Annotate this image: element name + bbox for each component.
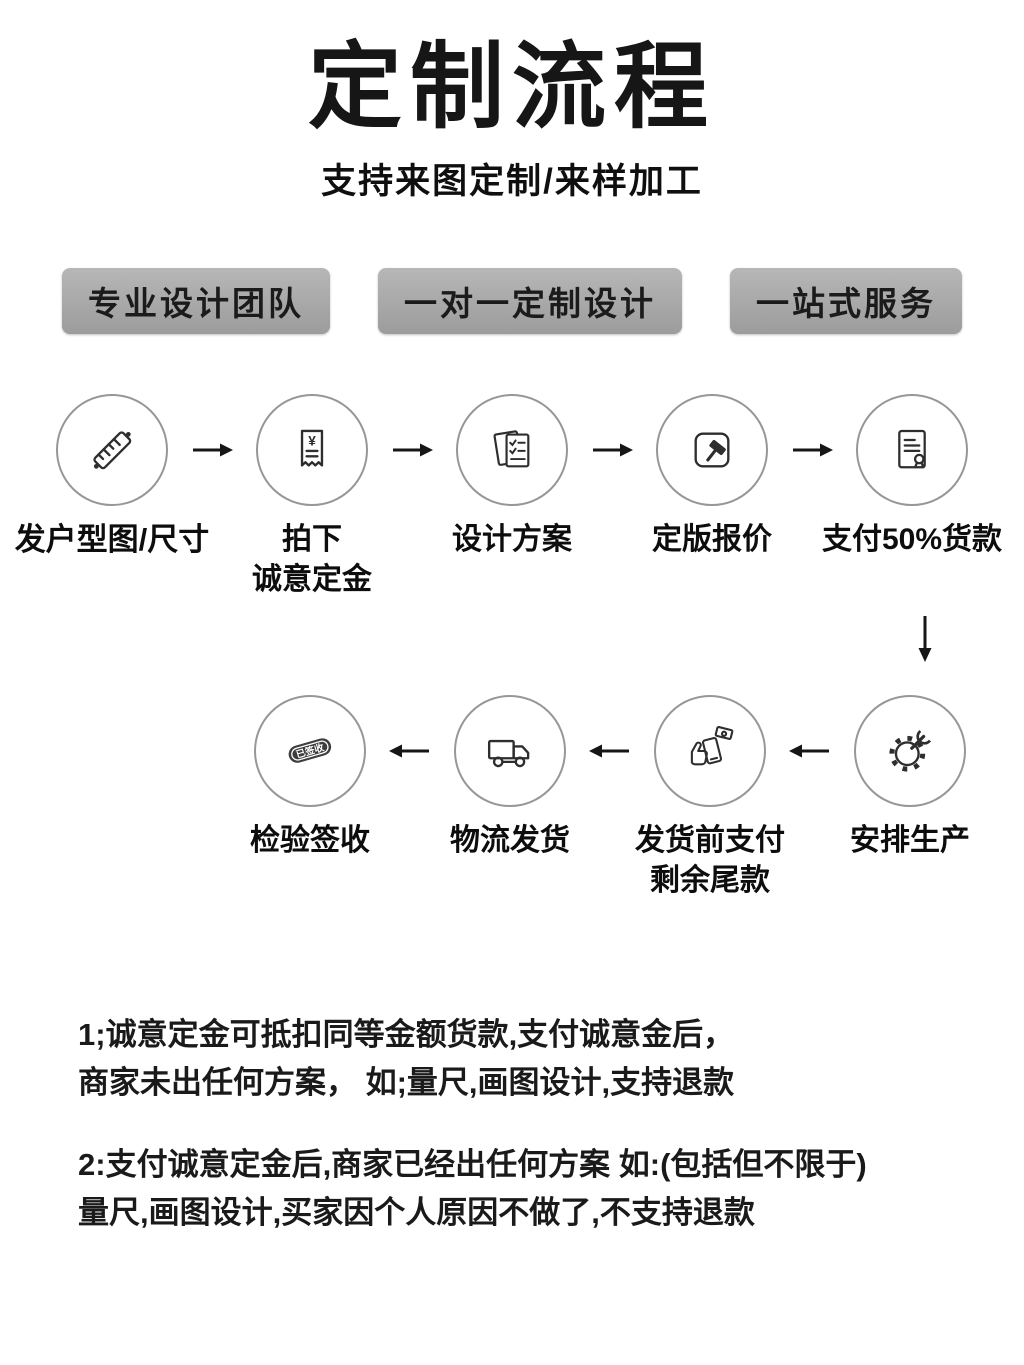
arrow-right-icon [393, 443, 433, 457]
step-label: 设计方案 [452, 523, 572, 557]
flow-step-send-floorplan: 发户型图/尺寸 [15, 394, 209, 561]
flow-row-1: 发户型图/尺寸 ¥ 拍下 诚意定金 [0, 394, 1024, 599]
feature-badges: 专业设计团队 一对一定制设计 一站式服务 [0, 268, 1024, 335]
step-label: 定版报价 [652, 523, 772, 557]
step-label: 安排生产 [850, 824, 970, 858]
flow-step-pay-50-percent: 支付50%货款 [822, 394, 1002, 560]
deposit-receipt-icon: ¥ [300, 430, 324, 467]
flow-connector-down [0, 613, 1024, 669]
step-label: 支付50%货款 [821, 523, 1003, 557]
step-circle: ¥ [256, 394, 368, 507]
finalize-quote-icon [694, 432, 730, 468]
flow-step-design-plan: 设计方案 [434, 394, 590, 560]
page-title: 定制流程 [307, 34, 716, 139]
step-circle [856, 394, 968, 507]
note-nonrefundable-terms: 2:支付诚意定金后,商家已经出任何方案 如:(包括但不限于) 量尺,画图设计,买… [78, 1146, 867, 1230]
arrow-down-icon [918, 616, 932, 663]
arrow-right-icon [193, 443, 233, 457]
contract-payment-icon [898, 430, 926, 469]
flow-step-finalize-quote: 定版报价 [634, 394, 790, 560]
arrow-right-icon [593, 443, 633, 457]
step-label: 发货前支付 剩余尾款 [635, 824, 785, 898]
step-circle [454, 695, 566, 808]
step-circle: 已签收 [254, 695, 366, 808]
flow-step-pay-deposit: ¥ 拍下 诚意定金 [234, 394, 390, 599]
note-refundable-terms: 1;诚意定金可抵扣同等金额货款,支付诚意金后， 商家未出任何方案， 如;量尺,画… [78, 1016, 735, 1100]
badge-design-team: 专业设计团队 [62, 268, 330, 335]
delivery-truck-icon [487, 740, 530, 768]
design-plan-icon [493, 430, 530, 468]
flow-row-2: 已签收 检验签收 [0, 695, 1024, 900]
ruler-icon [93, 431, 132, 470]
step-circle [56, 394, 168, 507]
balance-payment-icon [690, 726, 734, 766]
step-label: 物流发货 [450, 824, 570, 858]
arrow-left-icon [389, 744, 429, 758]
arrow-right-icon [793, 443, 833, 457]
flow-step-arrange-production: 安排生产 [832, 695, 988, 861]
page-subtitle: 支持来图定制/来样加工 [321, 162, 703, 202]
badge-one-on-one: 一对一定制设计 [378, 268, 682, 335]
step-label: 发户型图/尺寸 [14, 522, 210, 558]
step-label: 拍下 诚意定金 [252, 523, 372, 596]
arrow-left-icon [789, 744, 829, 758]
production-gear-icon [889, 730, 932, 773]
step-label: 检验签收 [250, 824, 370, 858]
step-circle [854, 695, 966, 808]
badge-one-stop-service: 一站式服务 [730, 268, 962, 335]
step-circle [656, 394, 768, 507]
flow-step-pay-balance: 发货前支付 剩余尾款 [632, 695, 788, 900]
yuan-symbol: ¥ [308, 434, 316, 449]
step-circle [654, 695, 766, 808]
inspection-stamp-icon: 已签收 [288, 738, 332, 764]
arrow-left-icon [589, 744, 629, 758]
deposit-terms-notes: 1;诚意定金可抵扣同等金额货款,支付诚意金后， 商家未出任何方案， 如;量尺,画… [0, 1011, 1024, 1297]
step-circle [456, 394, 568, 507]
flow-step-inspect-sign: 已签收 检验签收 [232, 695, 388, 861]
flow-step-logistics-ship: 物流发货 [432, 695, 588, 861]
